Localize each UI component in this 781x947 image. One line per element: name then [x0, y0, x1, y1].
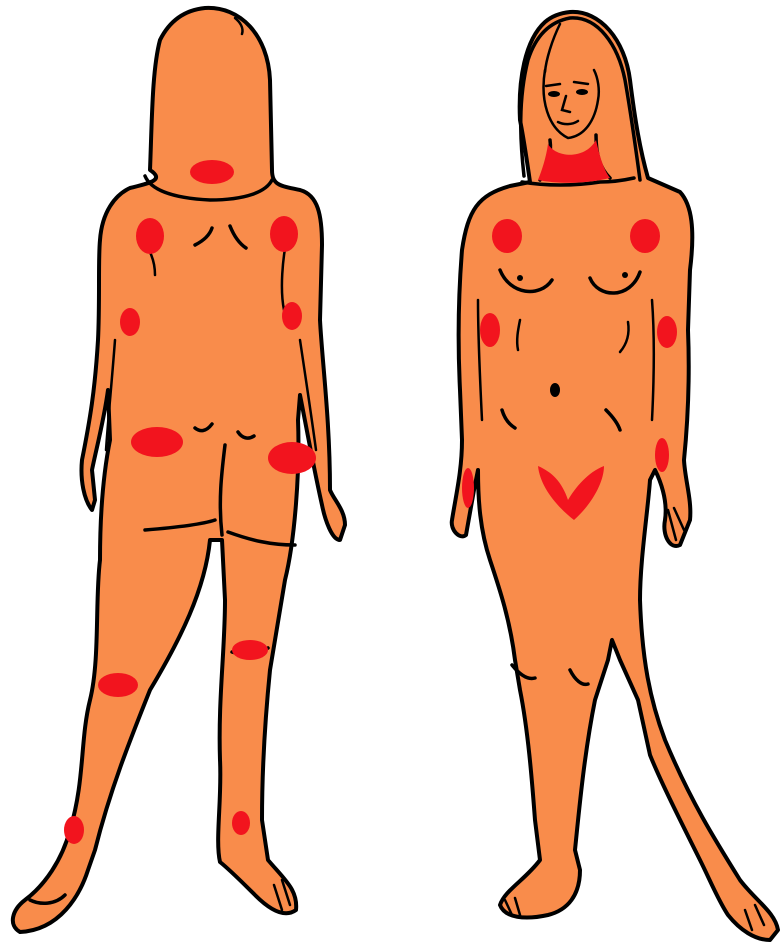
tender-point-knee-back-right	[232, 640, 268, 660]
tender-point-elbow-right	[282, 302, 302, 330]
tender-point-gluteal-left	[131, 427, 183, 457]
tender-point-epicondyle-left	[480, 313, 500, 347]
eye-left	[548, 91, 560, 97]
front-view-figure	[452, 12, 778, 940]
tender-point-gluteal-right	[268, 442, 316, 474]
back-view-figure	[13, 8, 345, 932]
tender-point-epicondyle-right	[657, 316, 677, 348]
tender-point-calf-left	[64, 816, 84, 844]
navel	[550, 383, 560, 397]
tender-point-hip-right	[655, 438, 669, 472]
tender-point-trapezius-left	[136, 218, 164, 254]
nipple-left	[517, 275, 523, 281]
tender-point-trapezius-right	[270, 216, 298, 252]
nipple-right	[622, 272, 628, 278]
tender-point-occiput	[190, 160, 234, 184]
tender-point-second-rib-right	[630, 219, 660, 253]
tender-point-hip-left	[462, 468, 474, 508]
eye-right	[576, 89, 588, 95]
tender-point-elbow-left	[120, 308, 140, 336]
tender-point-second-rib-left	[492, 219, 522, 253]
front-view-silhouette	[452, 12, 778, 940]
tender-point-calf-right	[232, 811, 250, 835]
tender-point-knee-back-left	[98, 673, 138, 697]
